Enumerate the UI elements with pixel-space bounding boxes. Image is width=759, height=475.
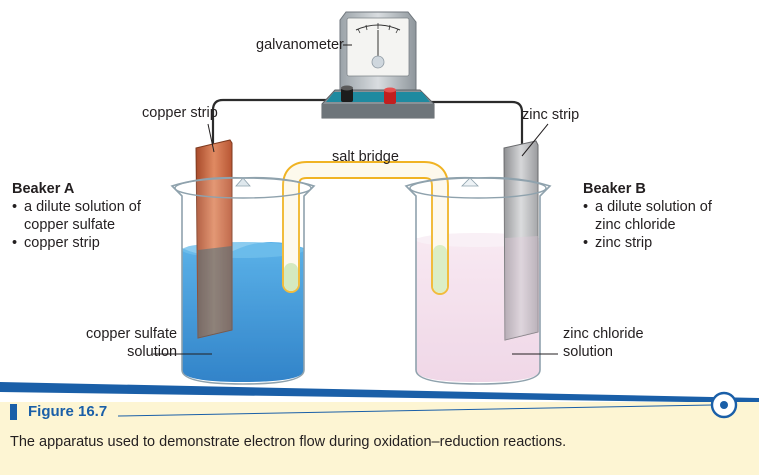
leader-zinc-strip	[521, 123, 549, 157]
caption-band	[0, 382, 759, 475]
copper-strip-label: copper strip	[142, 105, 218, 121]
zinc-strip-label: zinc strip	[522, 107, 580, 123]
wire-right	[392, 100, 524, 148]
target-icon	[710, 391, 738, 419]
list-item-continuation: zinc chloride	[595, 217, 676, 233]
list-item-continuation: copper sulfate	[24, 217, 116, 233]
beaker-icon	[170, 176, 316, 385]
galvanometer-label: galvanometer	[256, 37, 344, 53]
leader-copper-strip	[207, 123, 215, 153]
zinc-chloride-solution-label: zinc chloride solution	[563, 326, 644, 360]
copper-strip	[195, 139, 233, 339]
salt-bridge-label: salt bridge	[332, 149, 399, 165]
wire-left	[211, 98, 342, 145]
figure-caption: The apparatus used to demonstrate electr…	[10, 434, 567, 450]
list-item: copper strip	[12, 234, 141, 252]
list-item: a dilute solution of	[583, 198, 712, 216]
zinc-strip	[503, 140, 539, 341]
figure-title: Figure 16.7	[28, 403, 108, 420]
beaker-icon	[404, 176, 552, 385]
copper-sulfate-solution-label: copper sulfate solution	[86, 326, 178, 360]
galvanometer-icon	[321, 11, 435, 119]
list-item: a dilute solution of	[12, 198, 141, 216]
beaker-a-title: Beaker A	[12, 181, 75, 197]
beaker-b-description: Beaker B a dilute solution of zinc chlor…	[583, 180, 712, 252]
beaker-a-description: Beaker A a dilute solution of copper sul…	[12, 180, 141, 252]
beaker-b-title: Beaker B	[583, 181, 646, 197]
list-item: zinc strip	[583, 234, 712, 252]
